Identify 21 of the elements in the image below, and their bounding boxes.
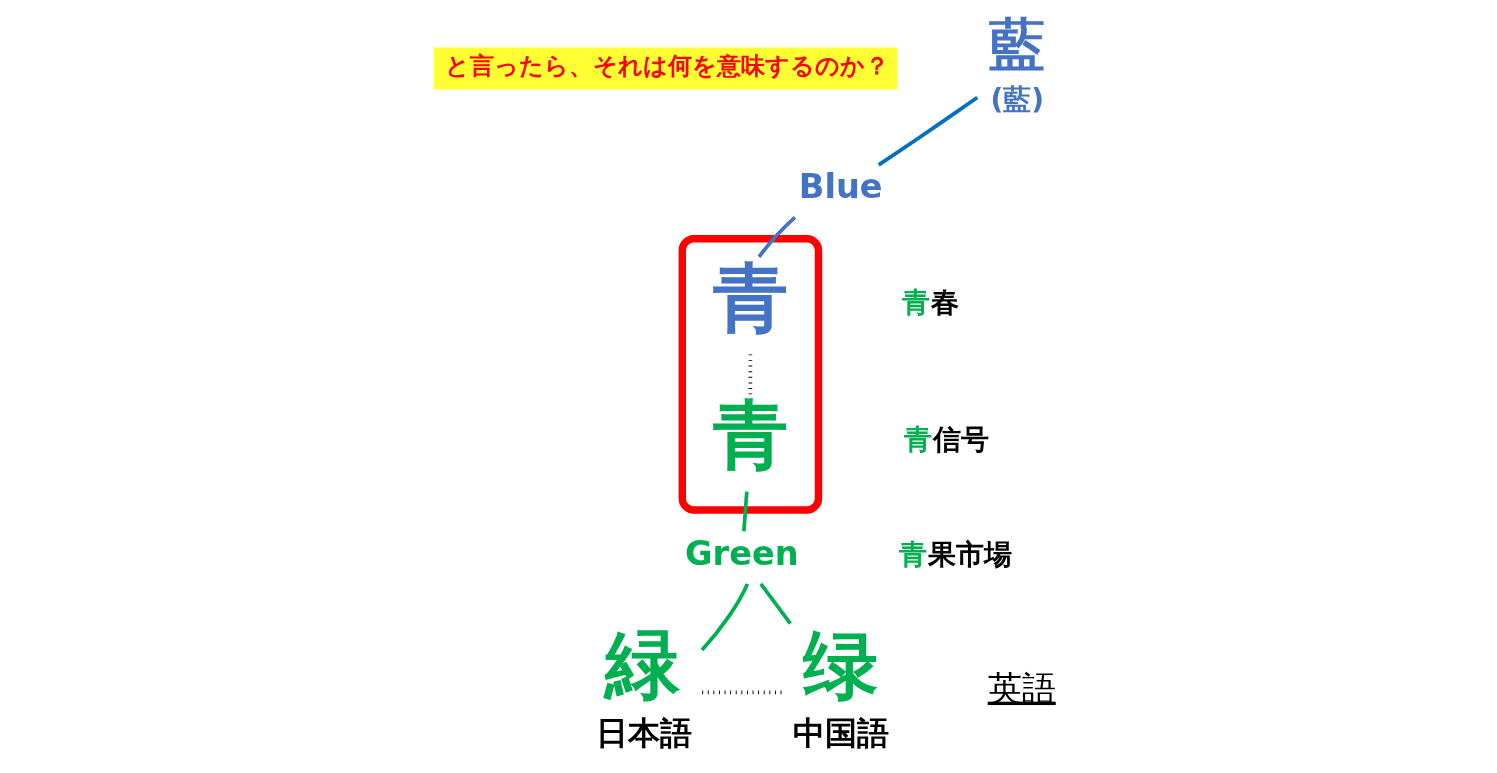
node-text: Green	[685, 533, 799, 573]
label: 青信号	[904, 422, 990, 456]
node-label: 中国語	[793, 714, 890, 751]
node-text: 青	[713, 254, 789, 342]
node-text: 緑	[605, 621, 681, 709]
node-box: と言ったら、それは何を意味するのか？	[433, 47, 898, 90]
connector	[742, 491, 749, 532]
label: 青春	[902, 285, 960, 319]
node-text: Blue	[798, 167, 883, 207]
cluster	[678, 234, 823, 514]
connector	[700, 583, 750, 652]
node-text: 青	[713, 391, 789, 479]
connector	[759, 582, 792, 625]
node-text: 绿	[803, 621, 879, 709]
node-label: 日本語	[595, 714, 692, 751]
connector	[877, 95, 979, 167]
node-label: (藍)	[990, 82, 1045, 116]
label: 青果市場	[898, 537, 1012, 571]
connector	[757, 215, 797, 259]
label: 英語	[987, 668, 1056, 708]
node-text: 藍	[989, 11, 1046, 77]
